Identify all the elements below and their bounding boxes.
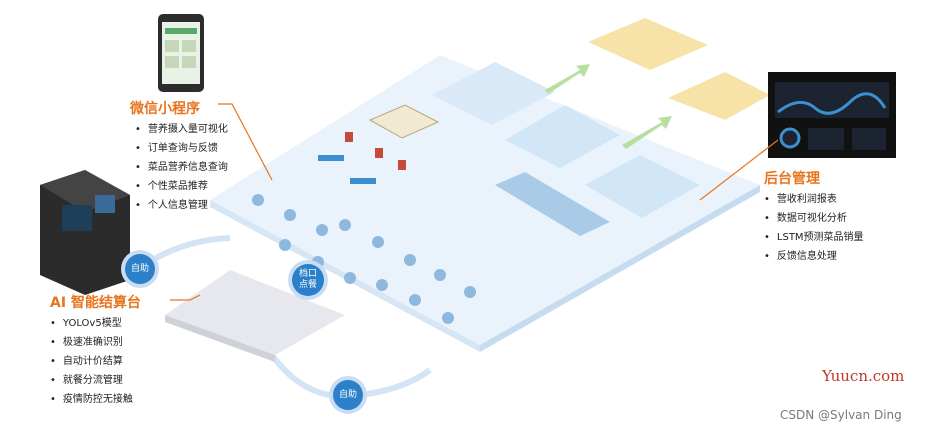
- kitchen-room: [505, 105, 620, 168]
- self-service-badge: 自助: [125, 254, 155, 284]
- dashboard-screen-icon: [768, 72, 896, 158]
- list-item: 个人信息管理: [135, 196, 228, 215]
- list-item: 订单查询与反馈: [135, 139, 228, 158]
- list-item: 疫情防控无接触: [50, 390, 133, 409]
- warehouse-tile: [588, 18, 708, 70]
- list-item: 反馈信息处理: [764, 247, 864, 266]
- ai-checkout-feature-list: YOLOv5模型 极速准确识别 自动计价结算 就餐分流管理 疫情防控无接触: [50, 314, 133, 409]
- booth-seats: [345, 132, 406, 170]
- list-item: 自动计价结算: [50, 352, 133, 371]
- list-item: 菜品营养信息查询: [135, 158, 228, 177]
- kiosk-icon: [40, 170, 130, 295]
- list-item: 数据可视化分析: [764, 209, 864, 228]
- arrow-icon: [622, 116, 672, 149]
- platform-edge: [165, 315, 275, 362]
- site-watermark: Yuucn.com: [822, 367, 905, 385]
- buffet-counter: [368, 104, 440, 139]
- backend-feature-list: 营收利润报表 数据可视化分析 LSTM预测菜品销量 反馈信息处理: [764, 190, 864, 266]
- office-room: [432, 62, 555, 125]
- list-item: LSTM预测菜品销量: [764, 228, 864, 247]
- warehouse-tile: [668, 72, 770, 120]
- wechat-title: 微信小程序: [130, 101, 200, 117]
- counter-order-badge: 档口点餐: [292, 264, 324, 296]
- serving-counter: [495, 172, 610, 236]
- list-item: YOLOv5模型: [50, 314, 133, 333]
- floor-edge: [480, 185, 760, 352]
- arrow-icon: [545, 64, 590, 94]
- author-watermark: CSDN @Sylvan Ding: [780, 408, 902, 422]
- backend-title: 后台管理: [764, 171, 820, 187]
- list-item: 个性菜品推荐: [135, 177, 228, 196]
- phone-icon: [158, 14, 204, 92]
- leader-lines: [170, 103, 779, 301]
- wechat-feature-list: 营养摄入量可视化 订单查询与反馈 菜品营养信息查询 个性菜品推荐 个人信息管理: [135, 120, 228, 215]
- list-item: 营收利润报表: [764, 190, 864, 209]
- canteen-floor: [210, 55, 760, 345]
- list-item: 营养摄入量可视化: [135, 120, 228, 139]
- list-item: 就餐分流管理: [50, 371, 133, 390]
- ai-checkout-title: AI 智能结算台: [50, 295, 141, 311]
- self-service-badge: 自助: [333, 380, 363, 410]
- list-item: 极速准确识别: [50, 333, 133, 352]
- long-tables: [318, 155, 376, 184]
- checkout-platform: [165, 270, 345, 355]
- counter-order-label: 档口点餐: [298, 269, 317, 290]
- kitchen-room: [585, 155, 700, 218]
